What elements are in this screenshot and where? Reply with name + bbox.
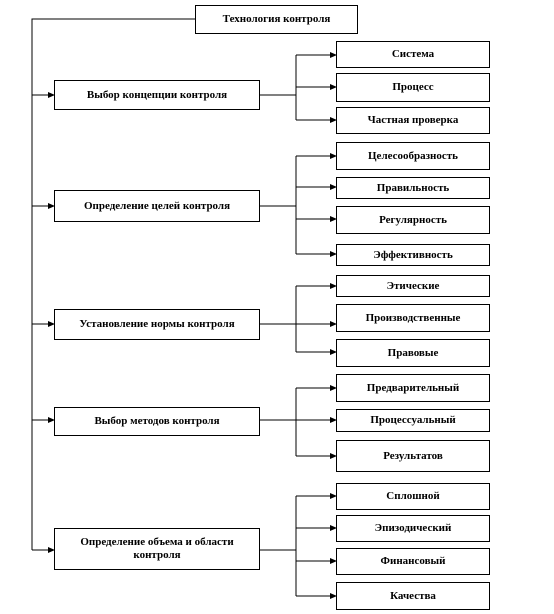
child-label: Регулярность [379, 213, 447, 226]
child-label: Частная проверка [367, 114, 459, 126]
child-label: Эпизодический [374, 522, 452, 534]
child-box: Правовые [336, 339, 490, 367]
title-box: Технология контроля [195, 5, 358, 34]
child-box: Целесообразность [336, 142, 490, 170]
child-box: Качества [336, 582, 490, 610]
child-box: Эффективность [336, 244, 490, 266]
child-label: Сплошной [386, 490, 440, 502]
child-label: Процесс [392, 81, 434, 93]
child-label: Эффективность [373, 248, 453, 261]
child-box: Финансовый [336, 548, 490, 575]
child-label: Предварительный [366, 381, 460, 394]
child-box: Система [336, 41, 490, 68]
child-box: Частная проверка [336, 107, 490, 134]
stage-label: Выбор концепции контроля [86, 88, 228, 101]
child-label: Производственные [365, 311, 461, 324]
child-box: Процесс [336, 73, 490, 102]
child-label: Финансовый [380, 555, 446, 567]
child-box: Результатов [336, 440, 490, 472]
stage-label: Выбор методов контроля [94, 415, 220, 427]
stage-box-goals: Определение целей контроля [54, 190, 260, 222]
stage-box-scope: Определение объема и области контроля [54, 528, 260, 570]
stage-label: Определение целей контроля [83, 199, 231, 212]
stage-box-concept: Выбор концепции контроля [54, 80, 260, 110]
title-connector [31, 18, 195, 550]
child-box: Сплошной [336, 483, 490, 510]
child-box: Правильность [336, 177, 490, 199]
child-label: Результатов [383, 449, 443, 462]
child-label: Качества [390, 589, 436, 602]
title-text: Технология контроля [222, 13, 331, 25]
child-box: Регулярность [336, 206, 490, 234]
child-box: Эпизодический [336, 515, 490, 542]
child-box: Процессуальный [336, 409, 490, 432]
child-label: Система [391, 48, 435, 60]
child-box: Производственные [336, 304, 490, 332]
child-label: Процессуальный [370, 414, 456, 426]
child-label: Правовые [387, 346, 439, 359]
stage-label: Установление нормы контроля [79, 318, 235, 330]
stage-label: Определение объема и области контроля [80, 536, 234, 561]
stage-box-methods: Выбор методов контроля [54, 407, 260, 436]
child-label: Целесообразность [368, 149, 458, 162]
child-box: Предварительный [336, 374, 490, 402]
child-box: Этические [336, 275, 490, 297]
stage-box-norms: Установление нормы контроля [54, 309, 260, 340]
child-label: Этические [386, 279, 440, 292]
child-label: Правильность [376, 181, 450, 194]
